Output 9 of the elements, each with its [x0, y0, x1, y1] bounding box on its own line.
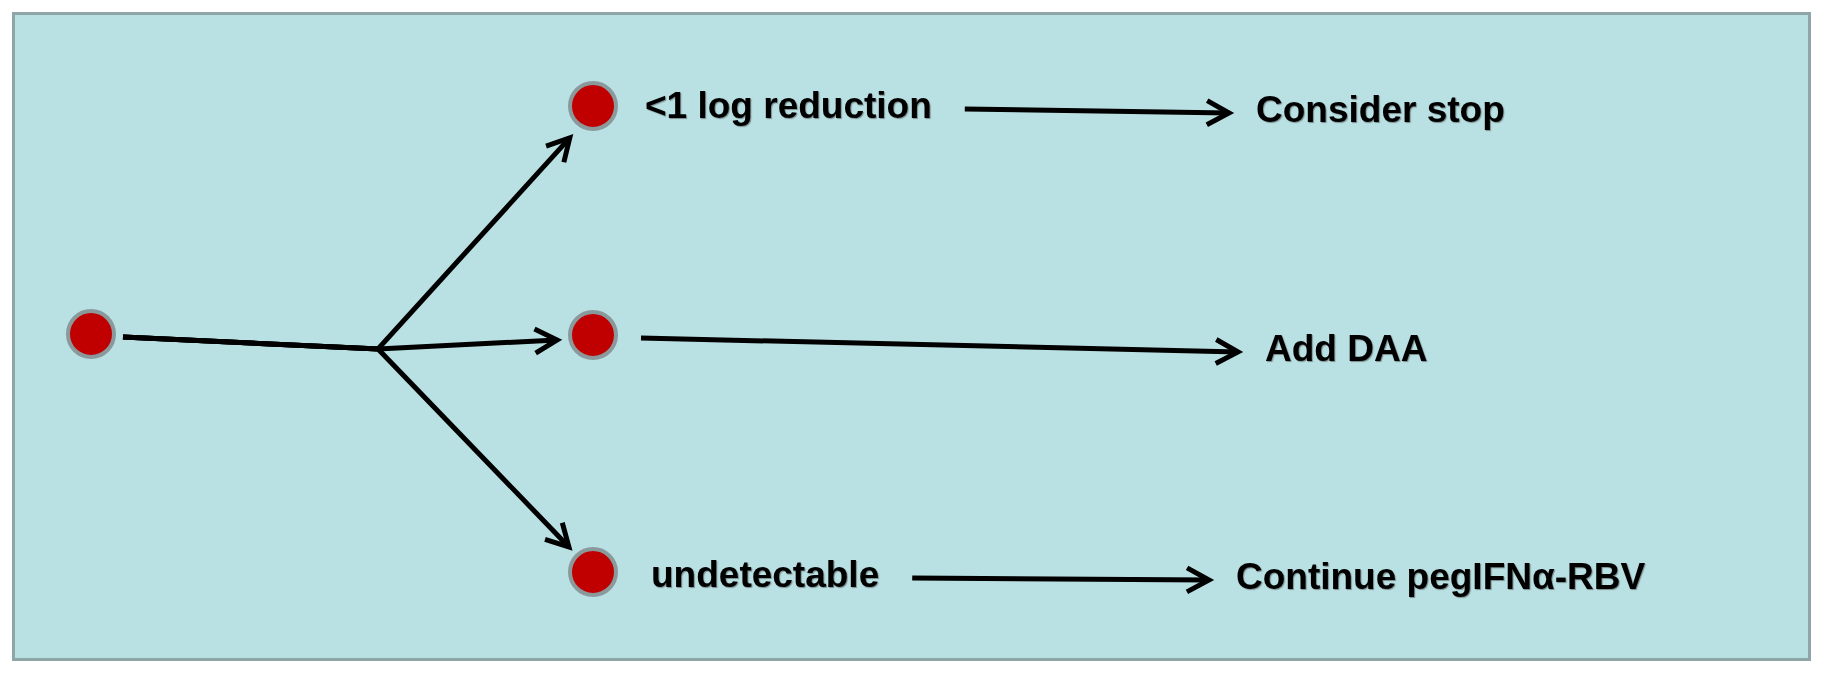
outcome-label: Add DAA	[1265, 325, 1428, 373]
arrow	[912, 565, 1212, 595]
arrow	[122, 334, 572, 550]
outcome-label: Continue pegIFNα-RBV	[1236, 553, 1646, 601]
arrow	[640, 335, 1241, 366]
outcome-label: undetectable	[651, 551, 880, 599]
outcome-label: <1 log reduction	[645, 82, 932, 130]
arrow	[964, 98, 1232, 128]
outcome-label: Consider stop	[1256, 86, 1505, 134]
